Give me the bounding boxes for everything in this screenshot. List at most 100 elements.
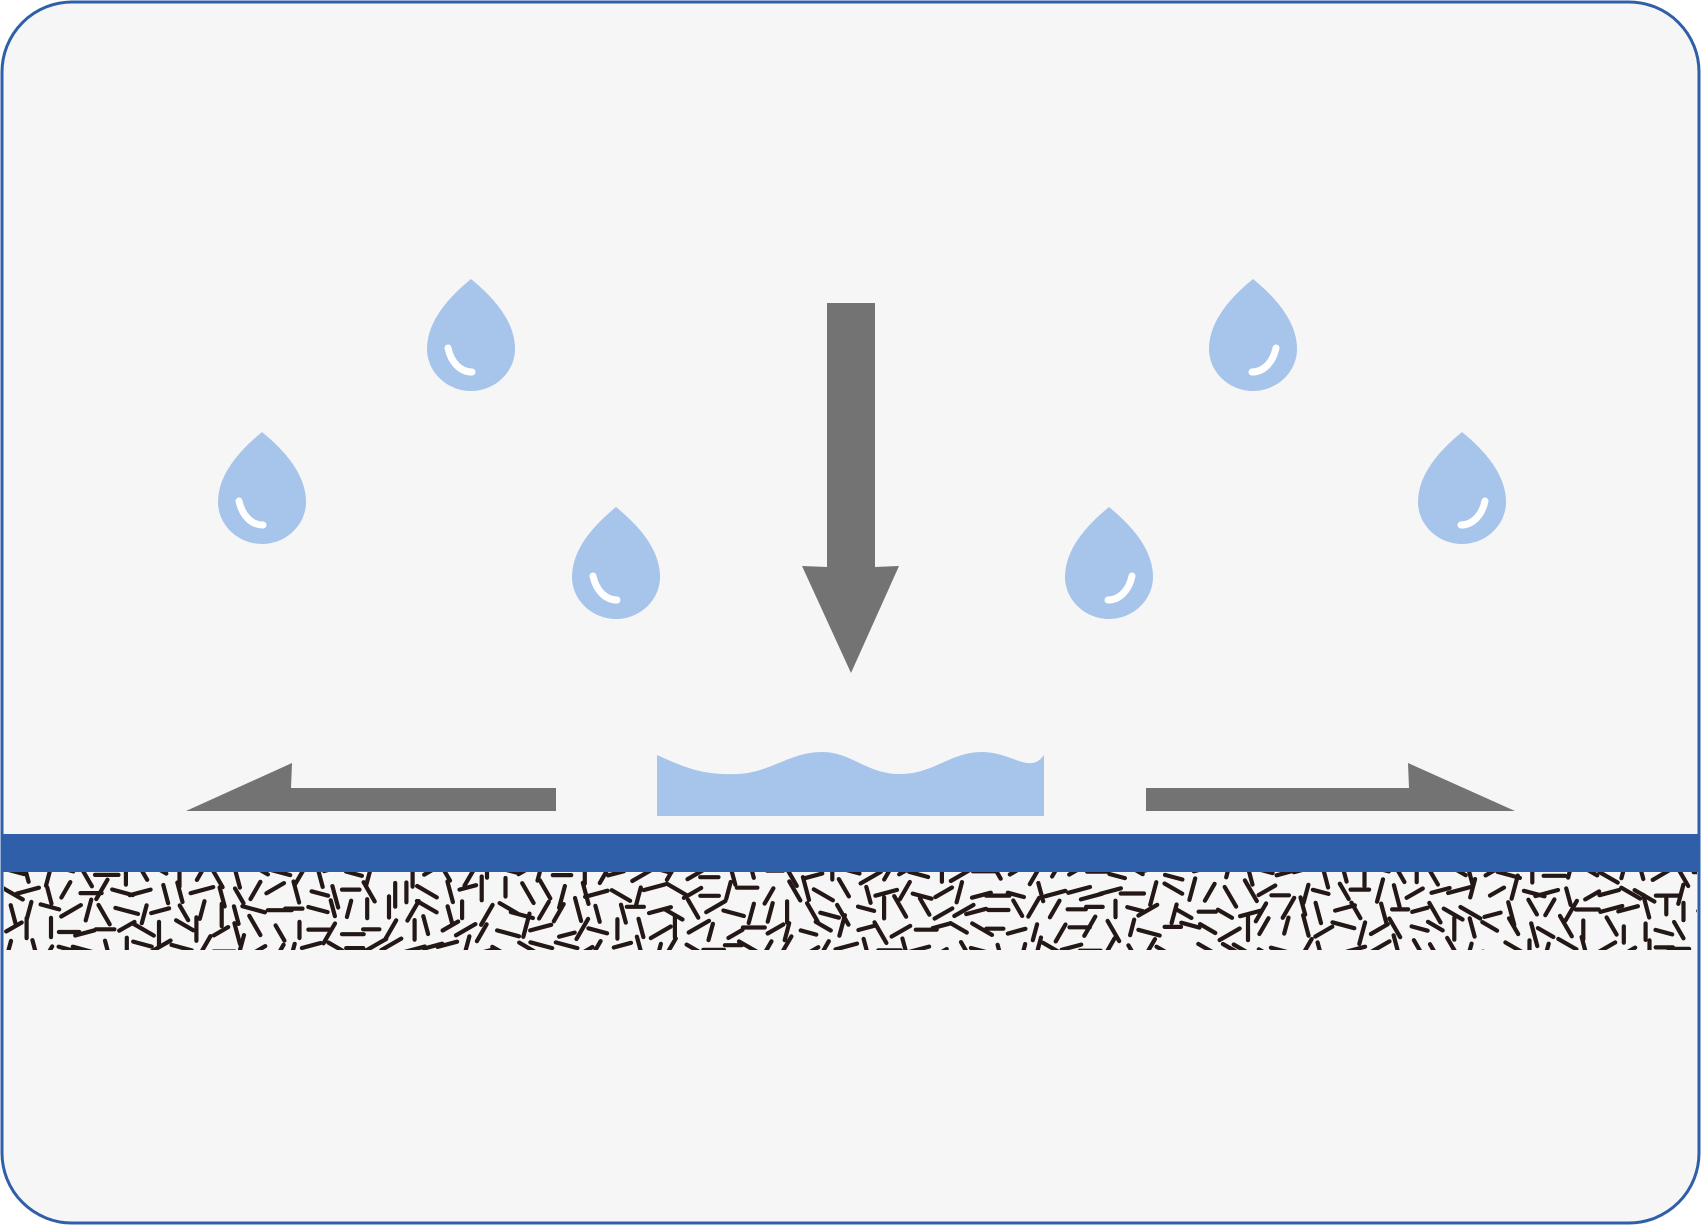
fiber-strand [1467,916,1477,939]
fiber-strand [1487,885,1507,898]
fiber-strand [1482,910,1503,920]
fiber-strand [704,898,728,915]
fiber-strand [1427,942,1436,950]
fiber-strand [1300,912,1311,938]
fiber-strand [1179,920,1202,930]
fiber-strand [907,872,931,880]
fiber-strand [1445,884,1473,896]
fiber-strand [1222,884,1239,909]
water-drop-2 [218,432,306,544]
fiber-strand [1467,941,1474,950]
fiber-strand [1148,880,1159,908]
fiber-strand [821,939,831,950]
arrow-left-icon [186,763,556,811]
drop-highlight [235,497,267,529]
fiber-strand [293,872,305,887]
fiber-strand [175,880,185,905]
fiber-strand [1374,877,1386,904]
fiber-strand [14,885,42,896]
fiber-strand [405,898,421,923]
fiber-strand [706,921,716,943]
fiber-strand [1059,942,1084,950]
fiber-strand [1653,927,1675,937]
fiber-strand [1349,900,1363,921]
fiber-strand [800,874,812,903]
fiber-strand [1030,922,1040,943]
fiber-strand [211,872,225,890]
fiber-strand [721,908,747,919]
arrow-right-icon [1146,763,1515,811]
fiber-strand [299,940,323,950]
fiber-strand [1404,886,1425,900]
fiber-strand [917,896,932,917]
fiber-strand [1341,872,1349,884]
fiber-strand [1345,944,1368,950]
fiber-strand [1619,885,1643,901]
water-drop-icon [1418,432,1506,544]
fiber-strand [1597,940,1618,950]
fiber-strand [363,936,389,950]
fiber-strand [1125,904,1145,914]
fiber-strand [1127,917,1137,938]
fiber-strand [83,897,94,923]
fiber-strand [1246,872,1255,887]
fiber-strand [873,887,900,898]
fiber-strand [765,900,775,924]
fiber-strand [1445,935,1457,950]
fiber-strand [306,904,330,915]
water-pool [657,752,1044,816]
fiber-strand [1563,898,1580,923]
fiber-strand [889,923,913,939]
fiber-strand [1529,921,1540,949]
water-drop-icon [1209,279,1297,391]
fiber-strand [572,895,584,924]
fiber-strand [1011,898,1025,919]
fiber-strand [24,899,34,921]
fiber-strand [149,906,172,916]
water-drop-icon [1065,507,1153,619]
fiber-strand [188,884,216,896]
fiber-strand [4,920,24,934]
fiber-strand [1036,880,1046,904]
fiber-strand [211,924,231,938]
fiber-strand [479,902,495,927]
fiber-strand [641,882,667,893]
fiber-strand [440,919,461,933]
fiber-strand [1565,872,1572,880]
fiber-strand [528,922,554,933]
fiber-strand [161,882,171,906]
fiber-strand [611,940,634,950]
fiber-strand [1427,900,1443,925]
fiber-strand [462,872,475,888]
fiber-strand [474,922,489,944]
fiber-strand [1315,940,1322,950]
fiber-strand [729,872,738,887]
fiber-strand [56,944,78,950]
fiber-strand [1587,872,1600,878]
fiber-strand [1067,872,1078,877]
fiber-strand [1105,935,1117,950]
fiber-strand [970,921,995,938]
fiber-strand [6,938,14,950]
fiber-strand [217,885,227,909]
fiber-strand [1639,872,1646,882]
fiber-strand [664,881,689,898]
fiber-strand [551,901,566,924]
fiber-strand [270,872,293,878]
fiber-strand [1310,887,1331,897]
waterproof-membrane [3,834,1698,872]
fiber-strand [618,902,628,925]
fiber-strand [233,872,242,890]
fiber-strand [232,886,246,906]
fiber-strand [1313,924,1335,939]
fiber-strand [553,940,580,950]
fiber-strand [528,940,555,950]
fiber-strand [1107,872,1128,881]
fiber-strand [435,939,460,950]
fiber-strand [131,921,156,938]
fiber-strand [1220,941,1238,950]
fiber-strand [383,918,399,941]
fiber-strand [422,872,434,877]
fiber-strand [1268,945,1288,950]
fiber-strand [809,945,821,950]
